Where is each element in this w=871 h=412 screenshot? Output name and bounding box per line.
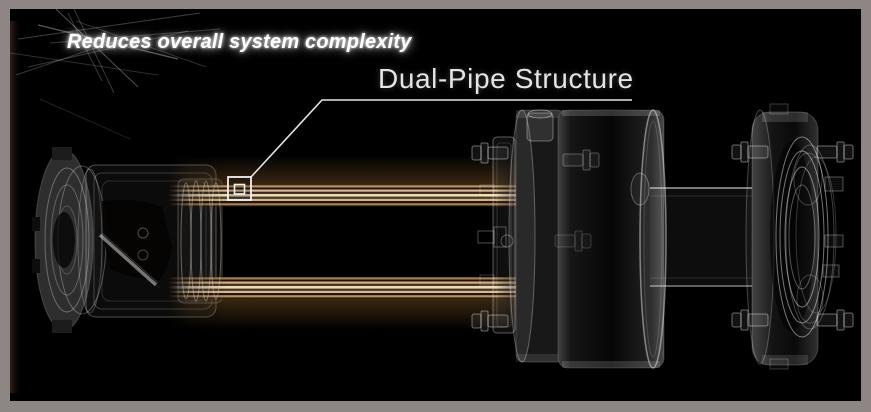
machine-render — [10, 9, 854, 393]
dual-pipes — [168, 155, 532, 330]
drum-port — [630, 172, 650, 206]
lever-arm — [98, 233, 158, 287]
center-disc — [508, 109, 565, 363]
center-flange-plate — [492, 136, 516, 334]
edge-vignette — [10, 21, 20, 393]
tagline-text: Reduces overall system complexity — [67, 31, 412, 53]
callout-leader-line — [250, 99, 632, 178]
pipe-top — [168, 155, 532, 207]
callout — [227, 99, 632, 201]
callout-marker-inner — [233, 183, 246, 195]
flange-fasteners — [477, 184, 514, 286]
scratch-lines — [10, 9, 221, 140]
pipe-bottom — [168, 277, 532, 330]
bearing-rings — [775, 136, 837, 338]
callout-label: Dual-Pipe Structure — [378, 63, 634, 94]
center-flange-assembly — [471, 109, 667, 369]
top-pin — [526, 109, 554, 142]
endcap-rings — [180, 180, 222, 302]
callout-marker-outer — [227, 176, 252, 201]
slide-canvas: Reduces overall system complexity Dual-P… — [10, 9, 861, 401]
output-flange-assembly — [731, 103, 854, 370]
inner-core-shadow — [102, 199, 172, 281]
